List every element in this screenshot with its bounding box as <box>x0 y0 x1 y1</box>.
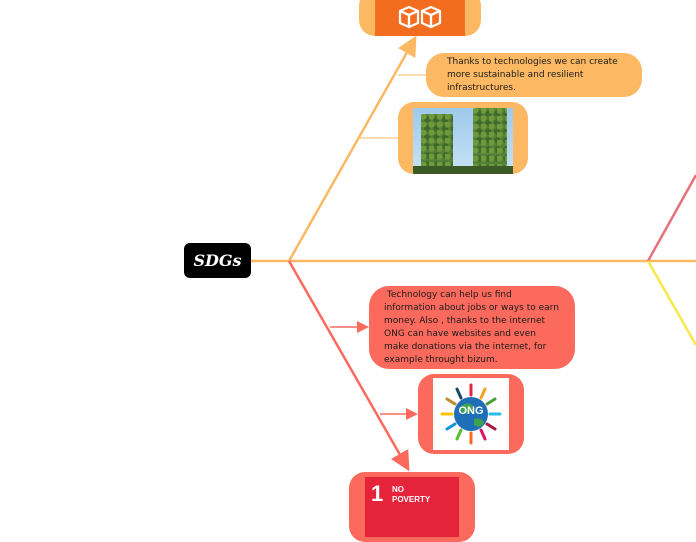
lower-branch-line <box>287 260 410 472</box>
vertical-forest-building-photo <box>413 108 513 174</box>
infrastructure-text-node[interactable]: Thanks to technologies we can create mor… <box>426 53 642 97</box>
lower-right-line <box>646 260 696 346</box>
technology-text: Technology can help us find information … <box>384 290 562 365</box>
sdg-words: NO POVERTY <box>392 485 431 504</box>
no-poverty-image-node[interactable]: 1 NO POVERTY <box>349 472 475 542</box>
infrastructure-icon-node[interactable] <box>359 0 481 36</box>
cube-icon <box>398 5 442 29</box>
technology-text-node[interactable]: Technology can help us find information … <box>369 286 575 369</box>
infrastructure-text: Thanks to technologies we can create mor… <box>447 57 618 93</box>
tower-right <box>473 108 507 174</box>
sdg-number: 1 <box>371 481 384 506</box>
mind-map-connectors <box>251 35 696 472</box>
upper-branch-line <box>287 35 417 262</box>
ong-logo-node[interactable] <box>418 374 524 454</box>
building-image-node[interactable] <box>398 102 528 174</box>
sdg9-tile <box>375 0 465 36</box>
ong-label: ONG <box>458 405 484 417</box>
sdg1-tile: 1 NO POVERTY <box>365 477 459 537</box>
root-label: SDGs <box>193 251 242 270</box>
globe-icon <box>440 383 502 445</box>
root-node-sdgs[interactable]: SDGs <box>184 243 251 278</box>
ground <box>413 166 513 174</box>
upper-right-line <box>646 174 696 262</box>
tower-left <box>421 114 453 174</box>
ong-logo-tile <box>433 378 509 450</box>
